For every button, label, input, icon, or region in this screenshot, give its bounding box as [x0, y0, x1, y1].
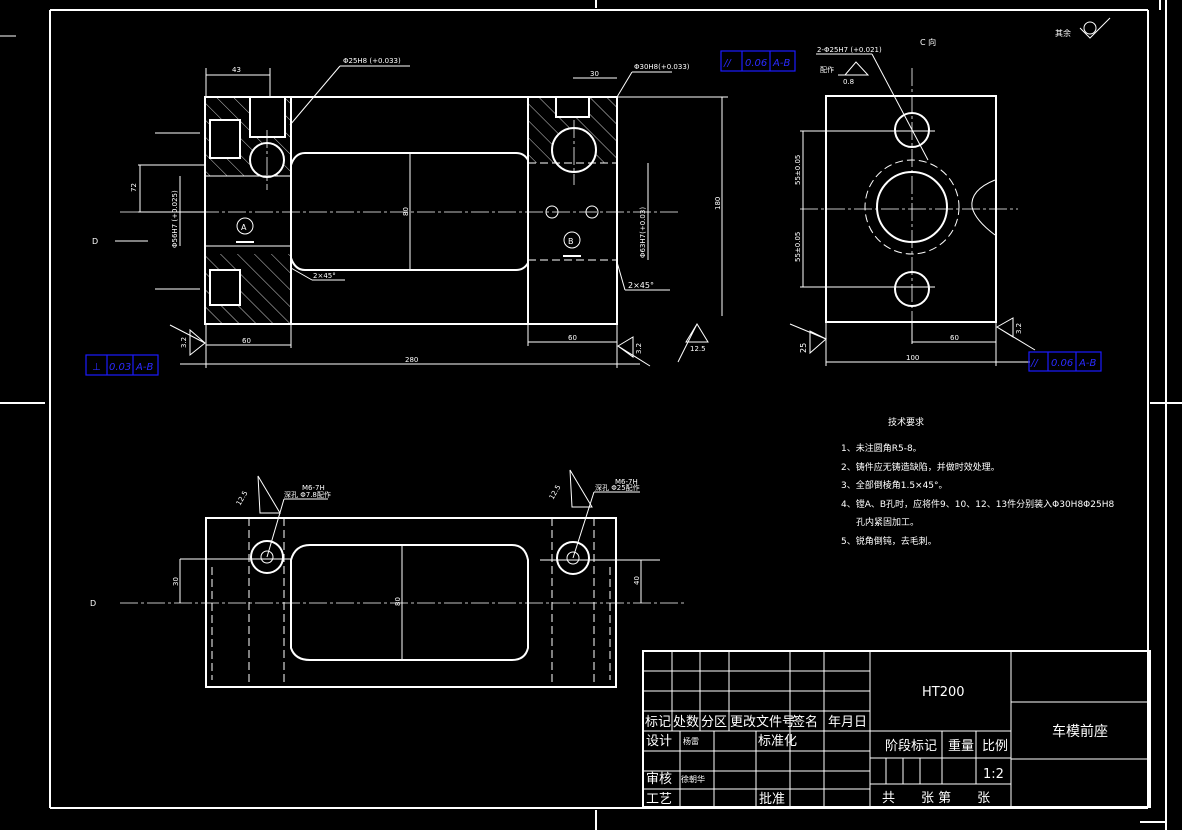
top-dim-40: 40 [633, 576, 641, 585]
hole-right-callout: Φ30H8(+0.033) [634, 63, 690, 71]
dim-30: 30 [590, 70, 599, 78]
tb-reviewer: 徐朝华 [681, 774, 705, 784]
dim-180: 180 [714, 197, 722, 210]
tb-design: 设计 [646, 734, 672, 749]
tb-scale: 1:2 [983, 767, 1004, 782]
dim-55-bottom: 55±0.05 [794, 232, 802, 262]
dim-55-top: 55±0.05 [794, 155, 802, 185]
tol-perp-datum: A-B [135, 362, 153, 373]
tb-count: 处数 [673, 715, 699, 730]
front-section-view: D A B 43 30 Φ25H8 (+0.033) Φ30H8(+0.033)… [85, 50, 796, 376]
tech-req-item: 4、镗A、B孔时，应将件9、10、12、13件分别装入Φ30H8Φ25H8 [841, 498, 1114, 510]
tol-perp-symbol: ⊥ [92, 362, 101, 373]
chamfer-left: 2×45° [313, 272, 336, 280]
tb-sheets: 共 张 第 张 [882, 791, 990, 806]
dim-72: 72 [130, 183, 138, 192]
dim-60-left: 60 [242, 337, 251, 345]
tb-material: HT200 [922, 685, 965, 700]
side-tol-value: 0.06 [1051, 358, 1073, 369]
top-dim-30: 30 [172, 577, 180, 586]
tb-mark: 标记 [645, 715, 671, 730]
side-tol-symbol: // [1030, 358, 1039, 369]
section-mark-d: D [92, 237, 98, 246]
thread-right-note: 深孔 Φ25配作 [595, 483, 640, 492]
title-block: 标记 处数 分区 更改文件号 签名 年月日 设计 杨雷 标准化 审核 徐朝华 工… [642, 650, 1151, 808]
roughness-note: 其余 [1055, 28, 1071, 38]
tb-part-name: 车模前座 [1052, 723, 1108, 740]
tech-req-item: 2、铸件应无铸造缺陷，并做时效处理。 [841, 461, 1000, 473]
tol-par-datum: A-B [772, 58, 790, 69]
side-roughness-32: 3.2 [1015, 323, 1023, 334]
tb-review: 审核 [646, 772, 672, 787]
tol-par-value: 0.06 [745, 58, 767, 69]
side-dim-100: 100 [906, 354, 919, 362]
tb-scale-label: 比例 [982, 739, 1008, 754]
roughness-32-left: 3.2 [180, 337, 188, 348]
roughness-32-right: 3.2 [635, 343, 643, 354]
top-roughness-right: 12.5 [548, 483, 563, 501]
hole-roughness: 0.8 [843, 78, 854, 86]
datum-b-label: B [568, 237, 574, 246]
side-holes-callout: 2-Φ25H7 (+0.021) [817, 46, 882, 54]
hole-left-callout: Φ25H8 (+0.033) [343, 57, 401, 65]
roughness-symbol-icon [1079, 17, 1111, 39]
top-view: 30 80 40 D 12.5 M6-7H 深孔 Φ7.8配作 12.5 M6-… [90, 469, 685, 688]
dim-80-mid: 80 [402, 207, 410, 216]
tb-zone: 分区 [701, 715, 727, 730]
roughness-125: 12.5 [690, 345, 706, 353]
tech-req-item: 1、未注圆角R5-8。 [841, 442, 922, 454]
top-roughness-left: 12.5 [235, 489, 250, 507]
tech-req-item: 5、锐角倒钝，去毛刺。 [841, 535, 937, 547]
tb-stage-mark: 阶段标记 [885, 739, 937, 754]
chamfer-right: 2×45° [628, 281, 654, 290]
technical-requirements: 技术要求 1、未注圆角R5-8。 2、铸件应无铸造缺陷，并做时效处理。 3、全部… [841, 416, 1114, 547]
top-section-mark-d: D [90, 599, 96, 608]
tb-weight: 重量 [948, 738, 974, 754]
tb-change-doc: 更改文件号 [730, 715, 795, 730]
thread-left-note: 深孔 Φ7.8配作 [284, 490, 331, 499]
tech-req-item: 孔内紧固加工。 [856, 516, 919, 528]
thread-right: M6-7H [615, 478, 638, 486]
bore-a-dim: Φ56H7 (+0.025) [171, 190, 179, 248]
thread-left: M6-7H [302, 484, 325, 492]
hole-note: 配作 [820, 65, 834, 74]
view-label-c: C 向 [920, 37, 936, 47]
tb-sign: 签名 [792, 714, 818, 730]
tech-req-heading: 技术要求 [888, 416, 924, 428]
tb-process: 工艺 [646, 792, 672, 807]
dim-60-right: 60 [568, 334, 577, 342]
datum-a-label: A [241, 223, 247, 232]
side-dim-60: 60 [950, 334, 959, 342]
tech-req-item: 3、全部倒棱角1.5×45°。 [841, 479, 948, 491]
side-roughness-25: 25 [799, 343, 808, 353]
tb-standard: 标准化 [758, 734, 797, 749]
tb-date: 年月日 [828, 715, 867, 730]
tb-approve: 批准 [759, 792, 785, 807]
top-dim-80: 80 [394, 597, 402, 606]
side-view-c: C 向 其余 55±0.05 55±0.05 2-Φ25H7 (+0.021) … [789, 17, 1111, 372]
tol-perp-value: 0.03 [109, 362, 131, 373]
tol-par-symbol: // [723, 58, 732, 69]
bore-b-dim: Φ63H7(+0.03) [639, 207, 647, 258]
tb-designer: 杨雷 [683, 736, 699, 746]
side-tol-datum: A-B [1078, 358, 1096, 369]
dim-43: 43 [232, 66, 241, 74]
dim-280: 280 [405, 356, 418, 364]
